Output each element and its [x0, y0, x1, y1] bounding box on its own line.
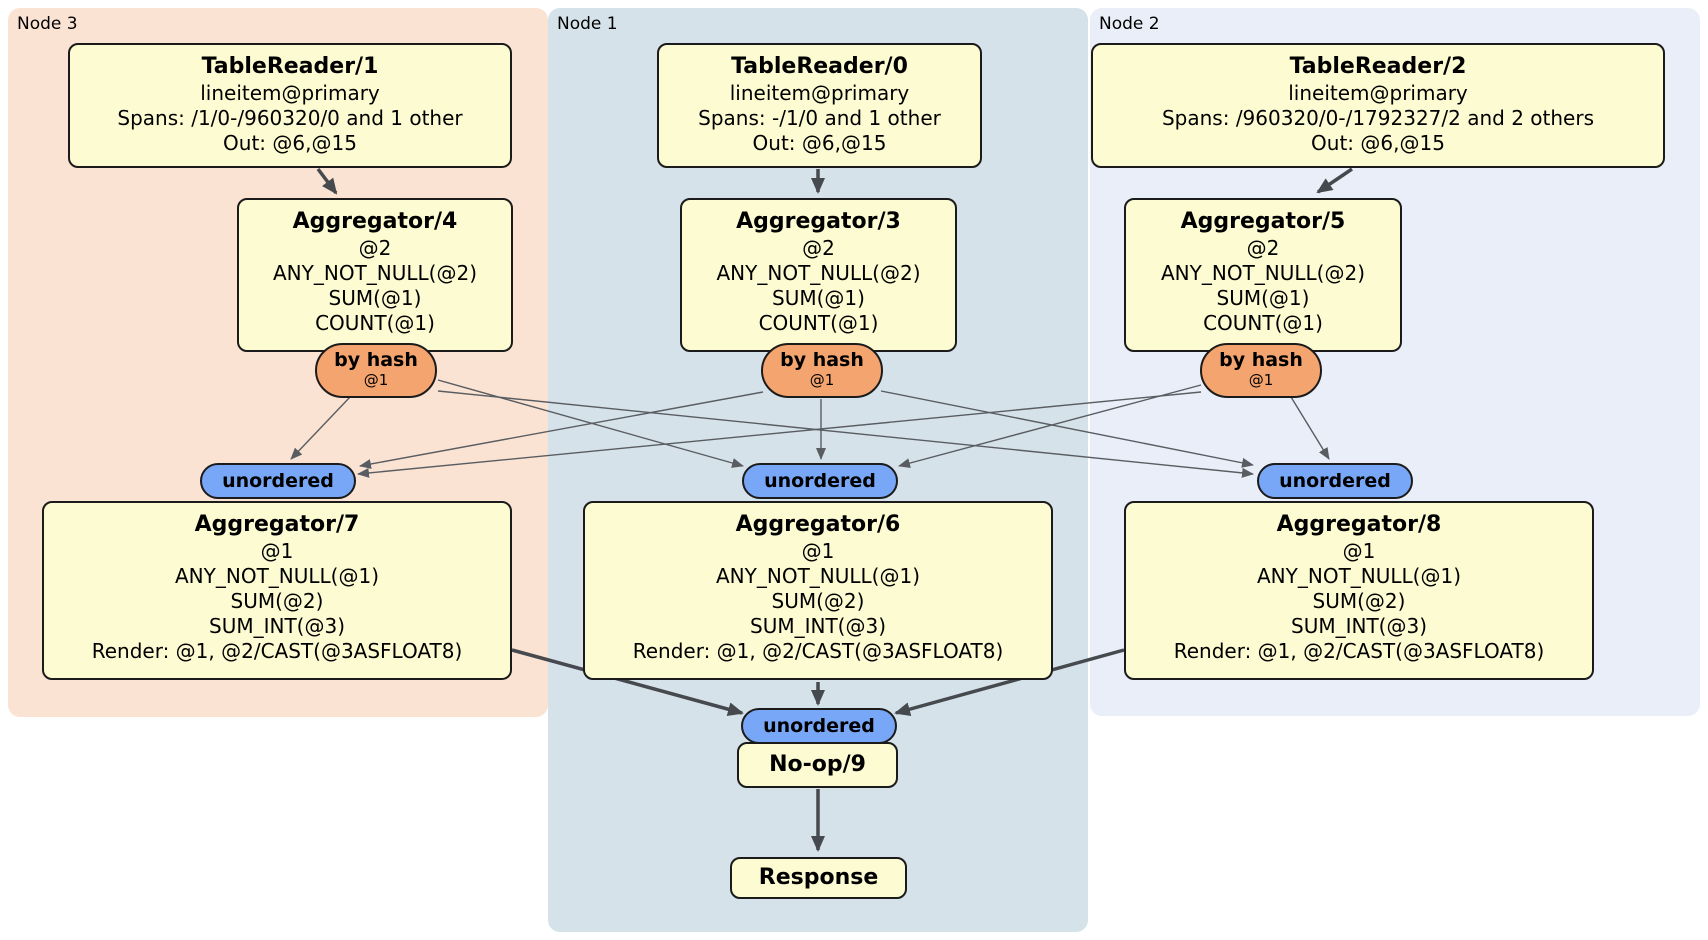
processor-detail: SUM(@2)	[771, 589, 865, 613]
sync-label: unordered	[1279, 470, 1391, 492]
router-by-hash-1: by hash @1	[315, 343, 437, 398]
router-label: by hash	[334, 349, 418, 371]
processor-detail: COUNT(@1)	[1203, 311, 1323, 335]
sync-label: unordered	[222, 470, 334, 492]
sync-unordered-1: unordered	[200, 463, 356, 499]
node-group-3-label: Node 3	[17, 14, 78, 34]
processor-title: TableReader/1	[201, 54, 379, 79]
processor-title: Aggregator/4	[292, 209, 458, 234]
processor-tablereader-1: TableReader/1 lineitem@primary Spans: /1…	[68, 43, 512, 168]
processor-detail: @2	[802, 236, 835, 260]
processor-aggregator-7: Aggregator/7 @1 ANY_NOT_NULL(@1) SUM(@2)…	[42, 501, 512, 680]
processor-detail: ANY_NOT_NULL(@2)	[716, 261, 921, 285]
sync-label: unordered	[763, 715, 875, 737]
processor-detail: Render: @1, @2/CAST(@3ASFLOAT8)	[632, 639, 1004, 663]
processor-title: Aggregator/3	[736, 209, 901, 234]
processor-detail: Out: @6,@15	[752, 131, 887, 155]
processor-detail: Out: @6,@15	[1311, 131, 1445, 155]
processor-aggregator-4: Aggregator/4 @2 ANY_NOT_NULL(@2) SUM(@1)…	[237, 198, 513, 352]
processor-detail: @1	[260, 539, 294, 563]
processor-detail: Spans: /1/0-/960320/0 and 1 other	[117, 106, 463, 130]
sync-label: unordered	[764, 470, 876, 492]
processor-detail: ANY_NOT_NULL(@1)	[716, 564, 920, 588]
processor-detail: lineitem@primary	[200, 81, 380, 105]
processor-detail: Spans: /960320/0-/1792327/2 and 2 others	[1161, 106, 1594, 130]
router-label: by hash	[780, 349, 864, 371]
processor-detail: SUM_INT(@3)	[750, 614, 886, 638]
router-by-hash-2: by hash @1	[761, 343, 883, 398]
processor-detail: @1	[1342, 539, 1376, 563]
processor-title: TableReader/2	[1289, 54, 1467, 79]
processor-aggregator-5: Aggregator/5 @2 ANY_NOT_NULL(@2) SUM(@1)…	[1124, 198, 1402, 352]
processor-detail: Out: @6,@15	[223, 131, 357, 155]
node-group-2-label: Node 2	[1099, 14, 1160, 34]
processor-title: Aggregator/5	[1180, 209, 1346, 234]
sync-unordered-2: unordered	[742, 463, 898, 499]
processor-detail: lineitem@primary	[1288, 81, 1468, 105]
processor-detail: SUM(@1)	[1216, 286, 1310, 310]
router-key: @1	[809, 371, 835, 389]
processor-detail: lineitem@primary	[729, 81, 910, 105]
processor-detail: Render: @1, @2/CAST(@3ASFLOAT8)	[91, 639, 463, 663]
sync-unordered-3: unordered	[1257, 463, 1413, 499]
processor-detail: SUM(@2)	[1312, 589, 1406, 613]
processor-title: Aggregator/8	[1276, 512, 1442, 537]
sync-unordered-final: unordered	[741, 708, 897, 744]
processor-detail: ANY_NOT_NULL(@2)	[1161, 261, 1365, 285]
processor-title: Aggregator/6	[735, 512, 901, 537]
processor-title: Response	[758, 865, 879, 890]
processor-aggregator-6: Aggregator/6 @1 ANY_NOT_NULL(@1) SUM(@2)…	[583, 501, 1053, 680]
processor-detail: Render: @1, @2/CAST(@3ASFLOAT8)	[1173, 639, 1545, 663]
processor-detail: ANY_NOT_NULL(@2)	[273, 261, 477, 285]
processor-detail: @2	[358, 236, 392, 260]
router-key: @1	[363, 371, 389, 389]
processor-detail: SUM_INT(@3)	[209, 614, 345, 638]
processor-detail: COUNT(@1)	[758, 311, 879, 335]
processor-detail: SUM(@2)	[230, 589, 324, 613]
processor-aggregator-3: Aggregator/3 @2 ANY_NOT_NULL(@2) SUM(@1)…	[680, 198, 957, 352]
processor-tablereader-2: TableReader/2 lineitem@primary Spans: /9…	[1091, 43, 1665, 168]
processor-detail: SUM(@1)	[328, 286, 422, 310]
processor-detail: Spans: -/1/0 and 1 other	[698, 106, 941, 130]
processor-noop-9: No-op/9	[737, 742, 898, 788]
router-label: by hash	[1219, 349, 1303, 371]
processor-detail: SUM(@1)	[772, 286, 865, 310]
processor-response: Response	[730, 857, 907, 899]
processor-detail: ANY_NOT_NULL(@1)	[1257, 564, 1461, 588]
processor-detail: @2	[1246, 236, 1280, 260]
router-by-hash-3: by hash @1	[1200, 343, 1322, 398]
processor-detail: ANY_NOT_NULL(@1)	[175, 564, 379, 588]
node-group-1-label: Node 1	[557, 14, 618, 34]
processor-detail: @1	[801, 539, 835, 563]
router-key: @1	[1248, 371, 1274, 389]
processor-title: TableReader/0	[731, 54, 908, 79]
processor-aggregator-8: Aggregator/8 @1 ANY_NOT_NULL(@1) SUM(@2)…	[1124, 501, 1594, 680]
processor-tablereader-0: TableReader/0 lineitem@primary Spans: -/…	[657, 43, 982, 168]
processor-detail: COUNT(@1)	[315, 311, 435, 335]
processor-detail: SUM_INT(@3)	[1291, 614, 1427, 638]
processor-title: No-op/9	[769, 752, 866, 777]
processor-title: Aggregator/7	[194, 512, 360, 537]
